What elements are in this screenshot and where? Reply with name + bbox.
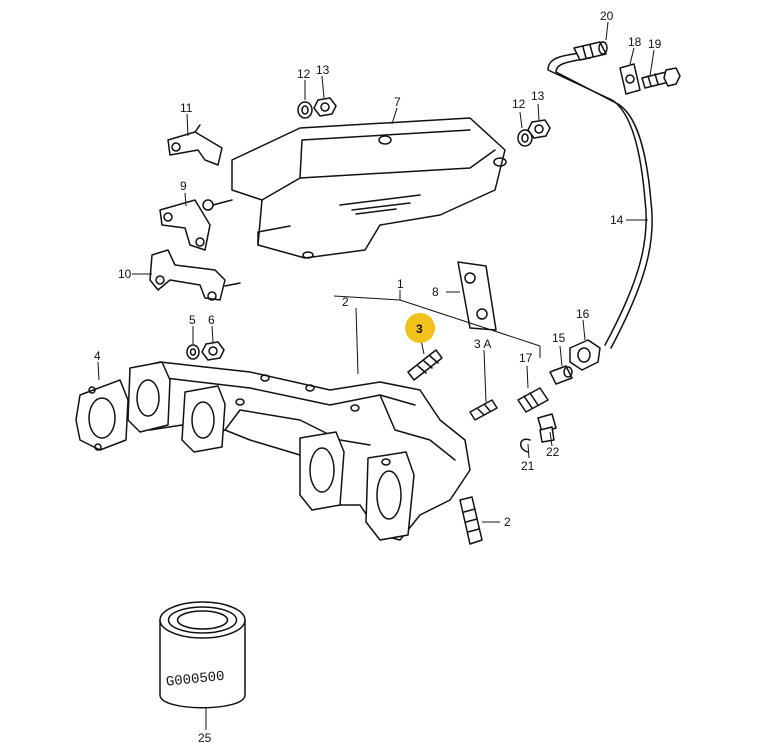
gasket-4 bbox=[75, 379, 129, 451]
clip-21 bbox=[520, 438, 531, 453]
label-13-top: 13 bbox=[316, 63, 330, 77]
fitting-15 bbox=[549, 365, 573, 385]
label-12-top: 12 bbox=[297, 67, 311, 81]
bracket-8 bbox=[457, 261, 497, 331]
label-21: 21 bbox=[521, 459, 535, 473]
label-19: 19 bbox=[648, 37, 662, 51]
label-13-right: 13 bbox=[531, 89, 545, 103]
label-5: 5 bbox=[189, 313, 196, 327]
label-25: 25 bbox=[198, 731, 212, 745]
washer-5 bbox=[186, 344, 200, 360]
label-2-lower: 2 bbox=[504, 515, 511, 529]
oil-filter-25: G000500 bbox=[159, 601, 246, 709]
stud-3a bbox=[469, 399, 498, 421]
label-2-upper: 2 bbox=[342, 295, 349, 309]
label-14: 14 bbox=[610, 213, 624, 227]
part-labels: 20 18 19 12 13 7 12 13 11 9 10 8 14 1 2 … bbox=[94, 9, 662, 745]
label-18: 18 bbox=[628, 35, 642, 49]
label-17: 17 bbox=[519, 351, 533, 365]
label-15: 15 bbox=[552, 331, 566, 345]
fitting-20 bbox=[573, 41, 608, 61]
filter-code: G000500 bbox=[165, 669, 225, 691]
exhaust-manifold bbox=[127, 361, 471, 541]
pipe-14 bbox=[547, 51, 653, 349]
fitting-17 bbox=[517, 387, 549, 413]
label-7: 7 bbox=[394, 95, 401, 109]
label-3a: 3 A bbox=[474, 337, 491, 351]
label-20: 20 bbox=[600, 9, 614, 23]
stud-2-lower bbox=[459, 496, 483, 545]
union-nut-16 bbox=[569, 339, 601, 371]
label-6: 6 bbox=[208, 313, 215, 327]
plug-22 bbox=[537, 413, 557, 443]
label-8: 8 bbox=[432, 285, 439, 299]
label-1: 1 bbox=[397, 277, 404, 291]
leader-lines bbox=[97, 21, 655, 730]
label-22: 22 bbox=[546, 445, 560, 459]
label-9: 9 bbox=[180, 179, 187, 193]
nut-6 bbox=[201, 341, 225, 361]
label-11: 11 bbox=[180, 101, 193, 115]
heat-shield bbox=[231, 117, 507, 259]
washer-nut-12-13-top bbox=[297, 97, 337, 119]
bracket-10 bbox=[149, 249, 241, 301]
bracket-9 bbox=[159, 199, 233, 251]
bracket-11 bbox=[167, 124, 223, 166]
bolt-19 bbox=[641, 67, 681, 89]
clamp-18 bbox=[619, 63, 641, 95]
label-3[interactable]: 3 bbox=[416, 322, 423, 336]
label-16: 16 bbox=[576, 307, 590, 321]
label-4: 4 bbox=[94, 349, 101, 363]
washer-nut-12-13-right bbox=[517, 119, 551, 147]
label-10: 10 bbox=[118, 267, 132, 281]
stud-3 bbox=[407, 349, 443, 381]
highlight-marker[interactable] bbox=[405, 313, 435, 343]
label-12-right: 12 bbox=[512, 97, 526, 111]
